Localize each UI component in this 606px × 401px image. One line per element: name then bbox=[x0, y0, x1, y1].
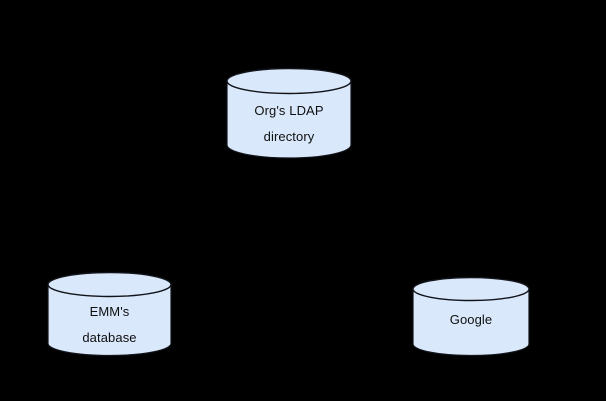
node-google[interactable]: Google bbox=[412, 276, 530, 357]
database-cylinder-icon bbox=[226, 67, 352, 159]
database-cylinder-icon bbox=[412, 276, 530, 357]
database-cylinder-icon bbox=[47, 271, 172, 357]
